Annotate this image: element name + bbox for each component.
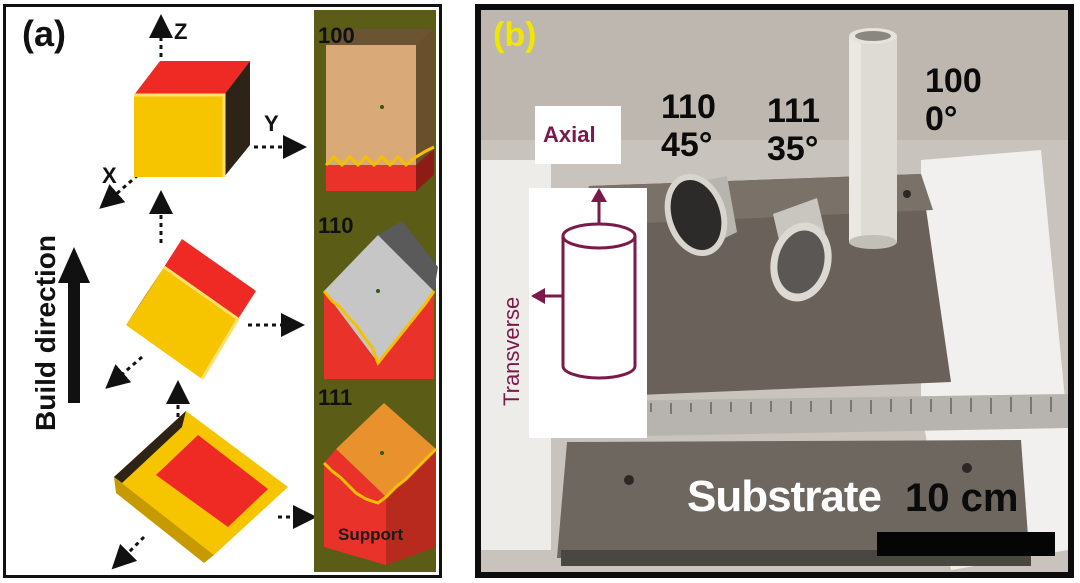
build-strip: [314, 10, 438, 572]
scale-bar: [877, 532, 1055, 556]
tube-110: [664, 173, 737, 257]
tube-code-110: 110: [661, 88, 716, 126]
tube-100: [849, 28, 897, 249]
axis-label-y: Y: [264, 111, 279, 136]
tube-angle-111: 35°: [767, 130, 819, 168]
panel-b: (b) 110 45° 111 35° 100 0° Axial Transve…: [475, 4, 1074, 578]
panel-a-drawing: [58, 10, 438, 572]
orientation-label-111: 111: [318, 385, 353, 410]
panel-a: (a): [3, 4, 442, 578]
tube-angle-100: 0°: [925, 100, 958, 138]
cube-100: [134, 61, 250, 177]
axial-label-box: [535, 106, 621, 164]
transverse-label: Transverse: [499, 296, 524, 406]
panel-label-a: (a): [22, 13, 66, 54]
panel-label-b: (b): [493, 16, 537, 54]
build-direction-label: Build direction: [30, 235, 61, 431]
build-direction-arrow: [58, 247, 90, 403]
tube-code-100: 100: [925, 62, 982, 100]
cube-110: [126, 239, 256, 380]
support-label: Support: [338, 525, 404, 544]
axis-label-x: X: [102, 163, 117, 188]
scale-label: 10 cm: [905, 476, 1019, 520]
substrate-label: Substrate: [687, 472, 882, 521]
tube-label-100: 100 0°: [925, 62, 982, 138]
tube-label-110: 110 45°: [661, 88, 716, 164]
axes-triad: [99, 14, 307, 209]
tube-angle-110: 45°: [661, 126, 713, 164]
panel-b-photo: [481, 10, 1068, 572]
orientation-label-100: 100: [318, 23, 355, 48]
axes-110: [105, 313, 305, 433]
orientation-label-110: 110: [318, 213, 354, 238]
tube-111: [770, 198, 832, 302]
axis-label-z: Z: [174, 19, 188, 44]
cube-111: [114, 411, 288, 563]
cylinder-diagram: [531, 188, 637, 380]
tube-label-111: 111 35°: [767, 92, 820, 168]
axial-label: Axial: [543, 122, 596, 147]
tube-code-111: 111: [767, 92, 820, 130]
axes-111: [111, 505, 317, 570]
